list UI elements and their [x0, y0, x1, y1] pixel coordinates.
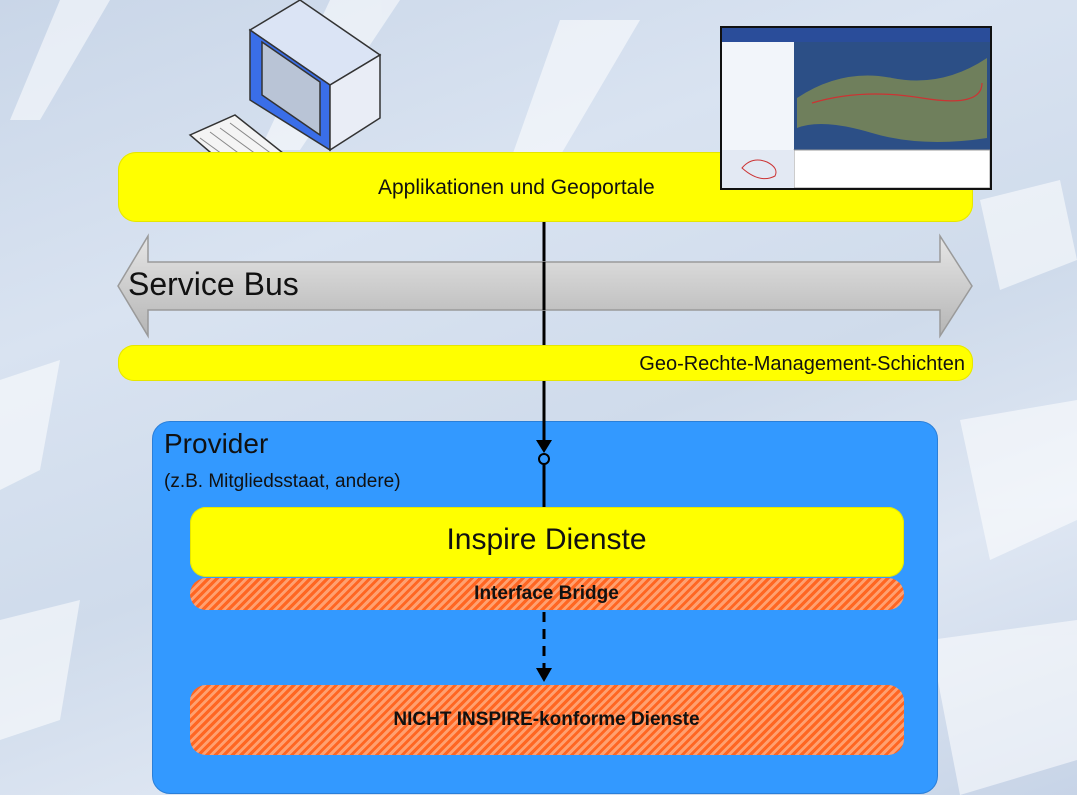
rights-management-label: Geo-Rechte-Management-Schichten: [639, 353, 965, 375]
rights-management-bar: [118, 345, 973, 381]
interface-bridge-bar: [190, 578, 904, 610]
geoportal-screenshot: [720, 26, 992, 190]
non-inspire-services-bar: [190, 685, 904, 755]
non-inspire-services-label: NICHT INSPIRE-konforme Dienste: [393, 709, 700, 730]
inspire-services-label: Inspire Dienste: [446, 523, 647, 556]
service-bus-label: Service Bus: [128, 266, 299, 302]
application-layer-label: Applikationen und Geoportale: [378, 176, 655, 199]
inspire-services-bar: [190, 507, 904, 577]
provider-subtitle: (z.B. Mitgliedsstaat, andere): [164, 471, 401, 492]
provider-title: Provider: [164, 428, 269, 459]
interface-bridge-label: Interface Bridge: [474, 583, 619, 604]
